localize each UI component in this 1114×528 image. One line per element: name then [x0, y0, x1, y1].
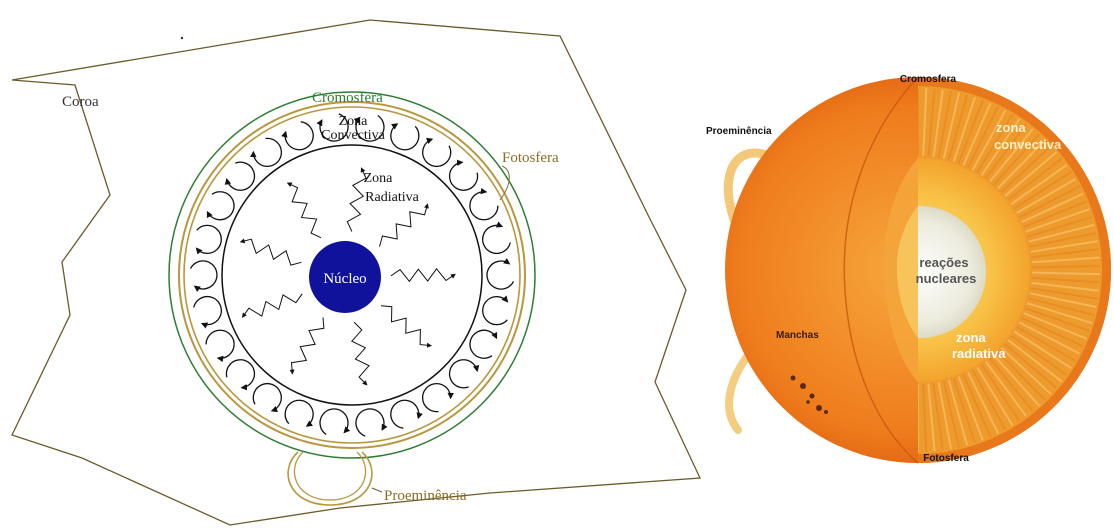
convection-cell [285, 122, 313, 150]
convection-cell [208, 192, 235, 220]
corona-label: Coroa [62, 94, 99, 110]
right-spots-label: Manchas [776, 330, 819, 341]
convective-zone-label-1: Zona [339, 114, 369, 129]
chromosphere-label: Cromosfera [312, 90, 383, 106]
prominence-loop-inner [294, 452, 365, 500]
stray-dot [181, 37, 183, 39]
radiative-zone-label-1: Zona [364, 171, 394, 186]
right-reactions-label-2: nucleares [916, 271, 977, 286]
right-radiative-label-1: zona [956, 330, 986, 345]
right-radiative-label-2: radiativa [952, 346, 1006, 361]
convection-cell [483, 297, 508, 325]
convection-cell [450, 162, 478, 190]
convection-cell [356, 409, 384, 436]
convection-cell [227, 162, 255, 190]
convection-cell [391, 124, 419, 150]
convection-cell [285, 400, 313, 426]
photosphere-label: Fotosfera [502, 150, 559, 166]
right-photosphere-label: Fotosfera [923, 453, 969, 464]
convection-cell [320, 409, 348, 435]
convection-cell [191, 261, 217, 289]
convection-cell [423, 384, 451, 412]
radiative-zone-label-2: Radiativa [365, 190, 419, 205]
convection-cell [483, 225, 511, 253]
right-reactions-label-1: reações [919, 255, 968, 270]
convection-cell [197, 225, 222, 253]
right-prominence-label: Proeminência [706, 126, 772, 137]
convection-cell [253, 384, 281, 411]
left-diagram: Núcleo Coroa Cromosfera Fotosfera Zona C… [12, 20, 700, 525]
convection-cell [391, 400, 419, 428]
convection-cell [253, 138, 281, 166]
convection-cell [450, 360, 478, 388]
convection-cell [487, 261, 513, 289]
prominence-label: Proeminência [384, 488, 467, 504]
convection-cell [470, 192, 498, 220]
prominence-pointer [372, 488, 382, 492]
core-label: Núcleo [323, 271, 366, 287]
prominence-loop-outer [288, 452, 372, 505]
convection-cell [206, 330, 234, 358]
right-convective-label-1: zona [996, 120, 1026, 135]
convection-cell [226, 360, 254, 388]
convection-cell [423, 139, 451, 166]
right-diagram: Cromosfera Proeminência zona convectiva … [706, 74, 1111, 464]
convection-cell [470, 330, 497, 358]
convection-cell [194, 297, 222, 325]
right-chromosphere-label: Cromosfera [900, 74, 957, 85]
right-convective-label-2: convectiva [994, 137, 1062, 152]
convective-zone-label-2: Convectiva [321, 128, 386, 143]
